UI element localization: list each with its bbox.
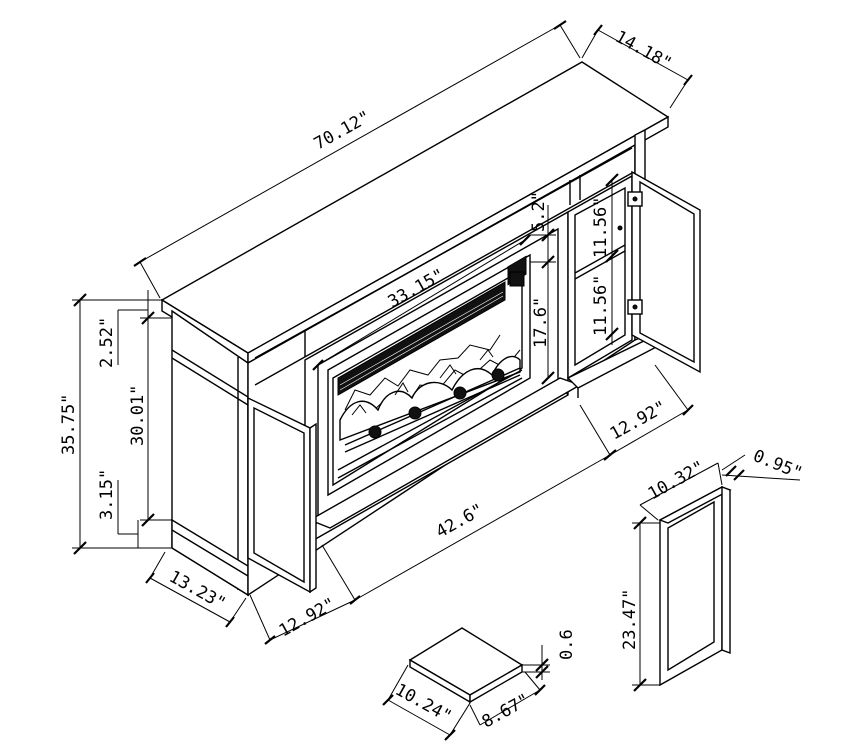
label-cabinet-lower: 11.56" [591,275,611,336]
label-door-width: 10.32" [645,457,708,504]
label-cabinet-upper: 11.56" [591,197,611,258]
label-header-height: 5.2" [529,191,549,232]
label-total-height: 35.75" [59,394,79,455]
label-cabinet-width-right: 12.92" [607,397,670,444]
label-body-height: 30.01" [128,385,148,446]
label-cabinet-width-left: 12.92" [276,594,339,641]
label-top-thickness: 2.52" [97,317,117,368]
label-door-height: 23.47" [620,589,640,650]
label-firebox-height: 17.6" [531,297,551,348]
loose-shelf [408,627,524,704]
mantel-top [160,61,670,365]
firebox-insert [327,253,531,497]
label-base-height: 3.15" [97,469,117,520]
right-door [617,170,701,374]
dimension-lines [72,20,801,741]
label-shelf-depth: 8.67" [479,690,533,732]
loose-door [658,485,732,687]
label-opening-width: 42.6" [433,500,487,542]
label-shelf-thickness: 0.6 [557,629,577,660]
left-door [247,396,317,594]
label-depth: 14.18" [612,27,675,74]
